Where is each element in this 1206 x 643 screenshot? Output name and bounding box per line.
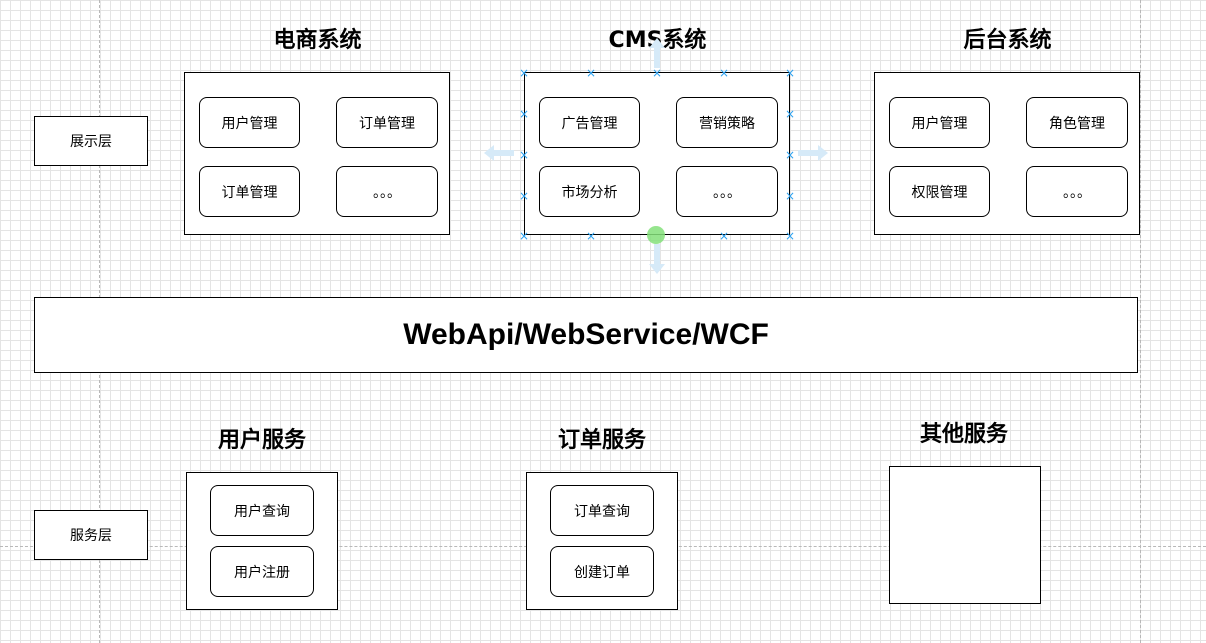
cms-item-more[interactable]: 。。。 — [676, 166, 778, 217]
other-service-box[interactable] — [889, 466, 1041, 604]
backend-item-permission-management[interactable]: 权限管理 — [889, 166, 990, 217]
order-service-item-create[interactable]: 创建订单 — [550, 546, 654, 597]
resize-handle-icon[interactable]: × — [519, 107, 530, 121]
cms-item-marketing-strategy[interactable]: 营销策略 — [676, 97, 778, 148]
backend-item-role-management[interactable]: 角色管理 — [1026, 97, 1128, 148]
resize-handle-icon[interactable]: × — [519, 66, 530, 80]
guide-line-vertical — [1140, 0, 1141, 643]
backend-item-user-management[interactable]: 用户管理 — [889, 97, 990, 148]
connection-handle-icon[interactable] — [647, 226, 665, 244]
resize-handle-icon[interactable]: × — [519, 229, 530, 243]
resize-handle-icon[interactable]: × — [785, 229, 796, 243]
order-service-title[interactable]: 订单服务 — [557, 428, 646, 453]
resize-handle-icon[interactable]: × — [785, 148, 796, 162]
ecommerce-system-title[interactable]: 电商系统 — [273, 28, 362, 53]
arrow-up-icon[interactable] — [649, 38, 665, 68]
resize-handle-icon[interactable]: × — [785, 189, 796, 203]
ecommerce-item-order-management-2[interactable]: 订单管理 — [199, 166, 300, 217]
presentation-layer-label[interactable]: 展示层 — [34, 116, 148, 166]
resize-handle-icon[interactable]: × — [785, 66, 796, 80]
user-service-item-query[interactable]: 用户查询 — [210, 485, 314, 536]
api-layer-bar[interactable]: WebApi/WebService/WCF — [34, 297, 1138, 373]
arrow-right-icon[interactable] — [798, 145, 828, 161]
cms-item-market-analysis[interactable]: 市场分析 — [539, 166, 640, 217]
user-service-title[interactable]: 用户服务 — [217, 428, 306, 453]
cms-item-ad-management[interactable]: 广告管理 — [539, 97, 640, 148]
ecommerce-item-order-management[interactable]: 订单管理 — [336, 97, 438, 148]
other-service-title[interactable]: 其他服务 — [919, 422, 1008, 447]
resize-handle-icon[interactable]: × — [519, 148, 530, 162]
resize-handle-icon[interactable]: × — [785, 107, 796, 121]
resize-handle-icon[interactable]: × — [652, 66, 663, 80]
ecommerce-item-user-management[interactable]: 用户管理 — [199, 97, 300, 148]
ecommerce-item-more[interactable]: 。。。 — [336, 166, 438, 217]
backend-item-more[interactable]: 。。。 — [1026, 166, 1128, 217]
order-service-item-query[interactable]: 订单查询 — [550, 485, 654, 536]
resize-handle-icon[interactable]: × — [586, 229, 597, 243]
resize-handle-icon[interactable]: × — [719, 229, 730, 243]
arrow-down-icon[interactable] — [649, 244, 665, 274]
arrow-left-icon[interactable] — [484, 145, 514, 161]
resize-handle-icon[interactable]: × — [519, 189, 530, 203]
resize-handle-icon[interactable]: × — [719, 66, 730, 80]
user-service-item-register[interactable]: 用户注册 — [210, 546, 314, 597]
resize-handle-icon[interactable]: × — [586, 66, 597, 80]
backend-system-title[interactable]: 后台系统 — [963, 28, 1052, 53]
service-layer-label[interactable]: 服务层 — [34, 510, 148, 560]
